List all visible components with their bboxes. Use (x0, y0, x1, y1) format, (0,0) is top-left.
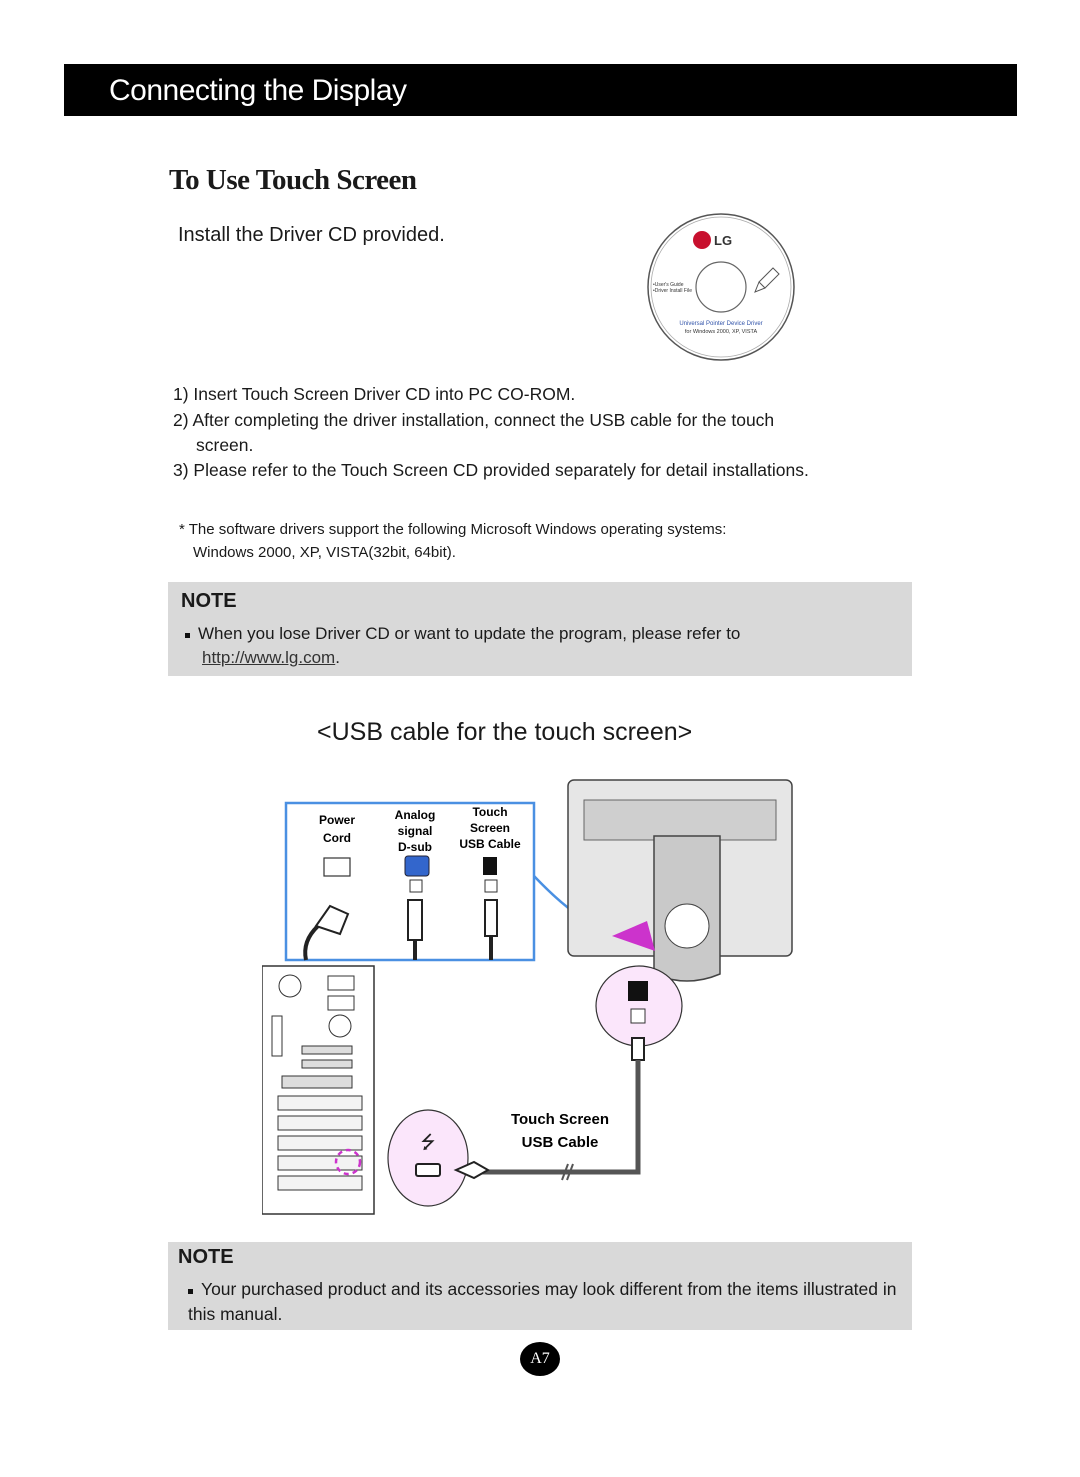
power-cord-label-1: Power (319, 813, 355, 827)
monitor-back-illustration (567, 779, 793, 982)
note-text-body: When you lose Driver CD or want to updat… (198, 624, 741, 643)
pc-usb-zoom: ⭍ Touch Screen USB Cable (387, 1109, 609, 1207)
cd-line2: •Driver Install File (653, 288, 692, 294)
intro-text: Install the Driver CD provided. (178, 224, 445, 246)
note-box-driver: NOTE When you lose Driver CD or want to … (168, 582, 912, 676)
lg-website-link[interactable]: http://www.lg.com (202, 648, 336, 667)
bullet-icon (188, 1289, 193, 1294)
note-title: NOTE (181, 590, 237, 612)
stylus-icon (754, 267, 780, 293)
usb-connection-diagram: Power Cord Analog signal D-sub Touch Scr… (262, 779, 793, 1215)
cd-line1: •User's Guide (653, 282, 684, 288)
note-text: When you lose Driver CD or want to updat… (185, 622, 885, 670)
usb-diagram-caption: <USB cable for the touch screen> (317, 718, 693, 746)
header-bar: Connecting the Display (64, 64, 1017, 116)
power-cord-label-2: Cord (323, 831, 351, 845)
dsub-port-icon (404, 855, 430, 877)
step-2: 2) After completing the driver installat… (173, 410, 775, 455)
cd-product: Universal Pointer Device Driver (679, 321, 762, 327)
cable-label-2: USB Cable (522, 1134, 599, 1151)
usb-plug-icon (484, 899, 498, 937)
driver-cd-image: LG •User's Guide •Driver Install File Un… (647, 213, 795, 361)
analog-label-2: signal (398, 824, 433, 838)
link-suffix: . (335, 648, 340, 667)
pc-tower-illustration (262, 965, 375, 1215)
note-title-2: NOTE (178, 1246, 234, 1268)
step-3: 3) Please refer to the Touch Screen CD p… (173, 460, 809, 480)
port-callout: Power Cord Analog signal D-sub Touch Scr… (284, 801, 599, 962)
dsub-socket-icon (409, 879, 423, 893)
footnote-text: * The software drivers support the follo… (179, 521, 727, 561)
connect-arrow-icon (612, 921, 655, 951)
usb-symbol-icon: ⭍ (421, 1132, 436, 1153)
step-1: 1) Insert Touch Screen Driver CD into PC… (173, 384, 576, 404)
page-number: A7 (520, 1342, 560, 1376)
power-port-icon (323, 857, 351, 877)
usb-port-icon (483, 857, 497, 875)
monitor-port-zoom (482, 965, 683, 1175)
cd-platforms: for Windows 2000, XP, VISTA (685, 329, 758, 335)
touch-usb-label-1: Touch (472, 805, 507, 819)
analog-label-1: Analog (395, 808, 436, 822)
note-text-2: Your purchased product and its accessori… (188, 1277, 903, 1327)
bullet-icon (185, 633, 190, 638)
cd-brand: LG (714, 233, 732, 248)
header-title: Connecting the Display (109, 74, 407, 107)
section-title: To Use Touch Screen (169, 164, 417, 196)
touch-usb-label-3: USB Cable (459, 837, 521, 851)
lg-logo-icon (693, 231, 711, 249)
dsub-plug-icon (407, 899, 423, 941)
touch-usb-label-2: Screen (470, 821, 510, 835)
usb-socket-icon (484, 879, 498, 893)
power-plug-icon (314, 904, 350, 936)
os-footnote: * The software drivers support the follo… (179, 518, 739, 564)
note-text-2-body: Your purchased product and its accessori… (188, 1279, 897, 1324)
cable-label-1: Touch Screen (511, 1111, 609, 1128)
analog-label-3: D-sub (398, 840, 432, 854)
install-steps: 1) Insert Touch Screen Driver CD into PC… (173, 382, 813, 483)
note-box-accessories: NOTE Your purchased product and its acce… (168, 1242, 912, 1330)
